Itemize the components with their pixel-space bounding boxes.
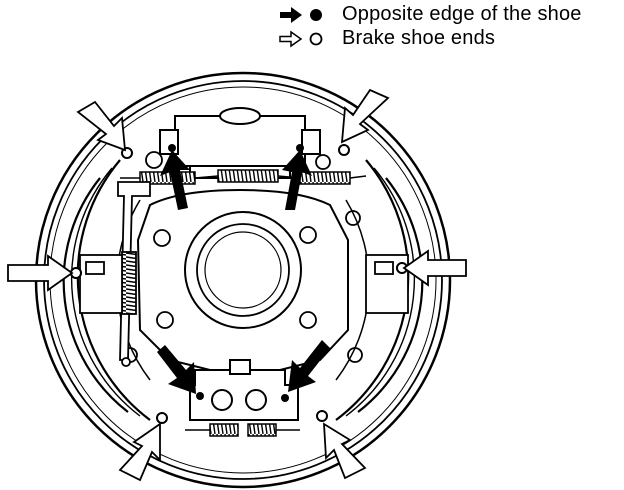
legend-label-shoe-ends: Brake shoe ends — [342, 27, 496, 49]
hub-plate — [136, 188, 349, 371]
outline-arrow-top-right — [340, 88, 390, 144]
legend-item-opposite-edge: Opposite edge of the shoe — [278, 2, 624, 26]
lower-return-spring — [185, 423, 300, 437]
legend: Opposite edge of the shoe Brake shoe end… — [278, 2, 624, 50]
brake-shoe-end-markers — [70, 144, 408, 424]
upper-return-spring — [120, 169, 367, 185]
anchor-block — [189, 359, 299, 421]
outline-arrow-left — [7, 254, 74, 292]
outline-arrow-bottom-right — [323, 422, 367, 480]
outline-arrow-bottom-left — [118, 422, 161, 482]
legend-label-opposite-edge: Opposite edge of the shoe — [342, 3, 582, 25]
mounting-holes — [122, 151, 363, 363]
opposite-edge-markers — [168, 144, 304, 402]
legend-item-shoe-ends: Brake shoe ends — [278, 26, 624, 50]
hold-down-left — [70, 254, 123, 314]
solid-arrow-top-left — [160, 150, 190, 210]
solid-arrow-filled-dot-icon — [280, 7, 322, 23]
adjuster-lever — [117, 181, 151, 367]
outline-arrow-top-left — [76, 100, 127, 152]
wheel-cylinder — [159, 107, 321, 179]
outline-arrows — [7, 88, 467, 482]
solid-arrow-bottom-right — [288, 340, 330, 392]
solid-arrow-top-right — [282, 150, 312, 210]
outline-arrow-open-circle-icon — [279, 30, 323, 48]
outline-arrow-right — [402, 249, 467, 287]
solid-arrows — [157, 150, 330, 394]
solid-arrow-bottom-left — [157, 345, 196, 394]
